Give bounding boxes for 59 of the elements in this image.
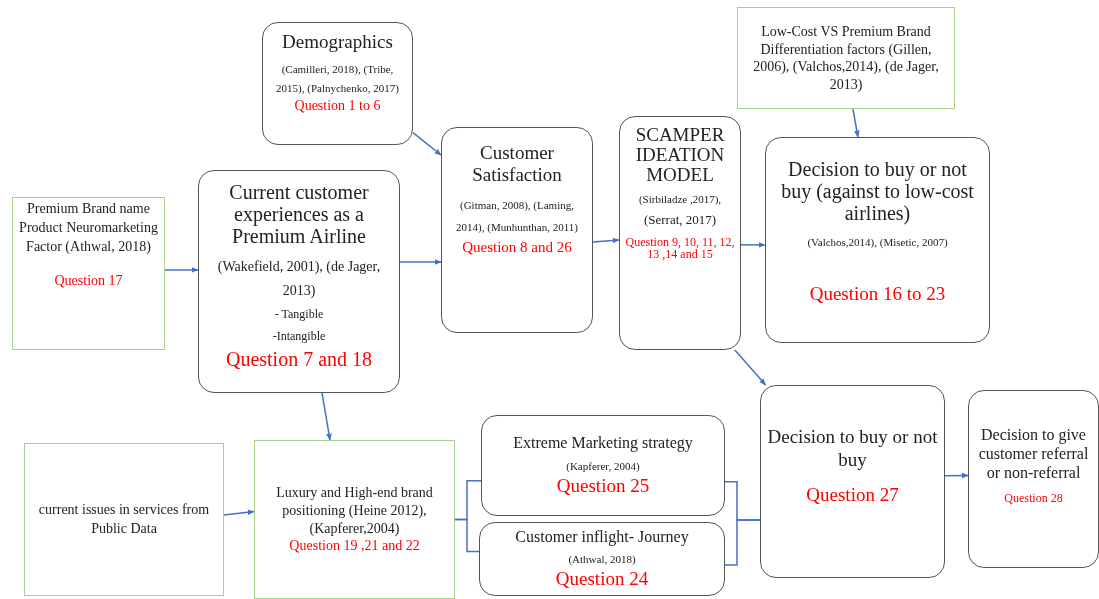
- question-text: Question 17: [54, 272, 123, 290]
- question-text: Question 28: [1004, 490, 1063, 505]
- process-box: [968, 390, 1099, 568]
- citation-text: (Kapferer, 2004): [566, 460, 640, 474]
- process-box: [765, 137, 990, 343]
- box-title: Current customer experiences as a Premium Airline: [228, 181, 370, 247]
- box-title: Decision to give customer referral or non-referral: [977, 425, 1090, 483]
- box-title: SCAMPER IDEATION MODEL: [634, 125, 726, 185]
- citation-text: (Gitman, 2008), (Laming, 2014), (Munhunthan, 2011): [455, 197, 579, 235]
- arrow: [592, 237, 620, 244]
- citation-text: (Wakefield, 2001), (de Jager, 2013): [216, 258, 382, 300]
- arrow: [852, 108, 860, 138]
- process-box: [479, 522, 725, 596]
- citation-text: (Camilleri, 2018), (Tribe, 2015), (Palnychenko, 2017): [275, 61, 400, 97]
- box-title: Demographics: [282, 31, 393, 54]
- process-box: [441, 127, 593, 333]
- process-box: [481, 415, 725, 516]
- question-text: Question 16 to 23: [809, 283, 946, 306]
- factor-text: current issues in services from Public Data: [37, 501, 211, 538]
- factor-box: [12, 197, 165, 350]
- factor-box: [24, 443, 224, 596]
- list-item: -Intangible: [272, 329, 326, 344]
- citation-text: (Sirbiladze ,2017),: [638, 192, 722, 206]
- arrow: [321, 392, 332, 441]
- question-text: Question 27: [806, 483, 899, 507]
- process-box: [198, 170, 400, 393]
- question-text: Question 9, 10, 11, 12, 13 ,14 and 15: [624, 235, 736, 261]
- arrow: [734, 349, 767, 386]
- question-text: Question 25: [556, 475, 650, 499]
- question-text: Question 1 to 6: [294, 98, 381, 116]
- factor-text: Low-Cost VS Premium Brand Differentiation factors (Gillen, 2006), (Valchos,2014), (de Jager, 2013): [752, 23, 940, 93]
- citation-text: (Athwal, 2018): [568, 552, 636, 566]
- arrow: [412, 131, 442, 156]
- factor-text: Premium Brand name Product Neuromarketing Factor (Athwal, 2018): [19, 200, 158, 256]
- box-title: Customer inflight- Journey: [515, 527, 689, 547]
- list-item: - Tangible: [274, 306, 324, 321]
- process-box: [760, 385, 945, 578]
- process-box: [262, 22, 413, 145]
- bracket-connector: [454, 518, 480, 553]
- arrow: [223, 509, 255, 516]
- factor-box: [737, 7, 955, 109]
- factor-box: [254, 440, 455, 599]
- factor-text: Luxury and High-end brand positioning (Heine 2012), (Kapferer,2004): [275, 483, 434, 539]
- question-text: Question 24: [555, 567, 649, 591]
- bracket-connector: [724, 519, 761, 566]
- arrow: [740, 242, 766, 248]
- box-title: Decision to buy or not buy: [767, 426, 938, 472]
- arrow: [944, 472, 969, 479]
- box-title: Extreme Marketing strategy: [513, 432, 693, 453]
- box-title: Customer Satisfaction: [471, 142, 563, 186]
- question-text: Question 7 and 18: [225, 347, 373, 372]
- arrow: [399, 259, 442, 265]
- box-title: Decision to buy or not buy (against to low-cost airlines): [780, 158, 975, 224]
- question-text: Question 19 ,21 and 22: [289, 538, 420, 556]
- process-box: [619, 116, 741, 350]
- question-text: Question 8 and 26: [462, 237, 572, 256]
- citation-text: (Valchos,2014), (Misetic, 2007): [807, 236, 948, 250]
- citation-text: (Serrat, 2017): [643, 212, 717, 228]
- arrow: [164, 267, 199, 273]
